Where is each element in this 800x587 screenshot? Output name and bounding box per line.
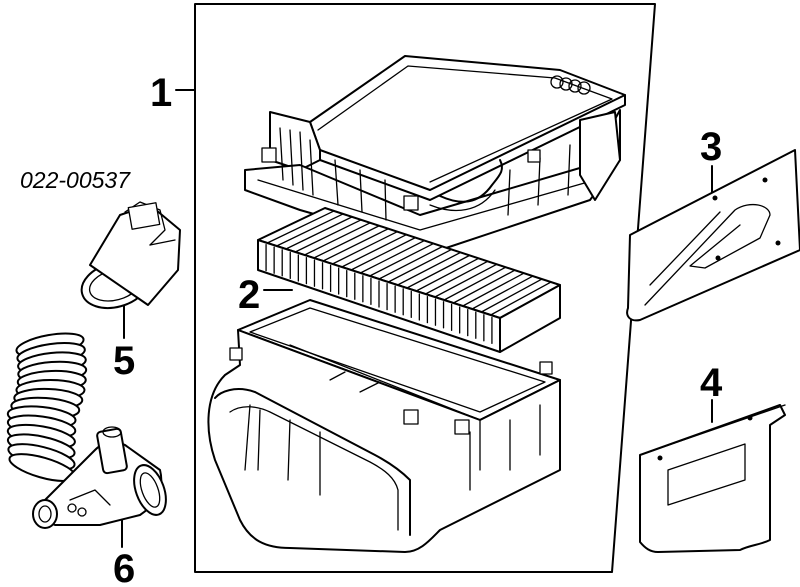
air-cleaner-lower-housing	[207, 299, 561, 553]
logo-rings	[550, 75, 591, 95]
filter-element	[257, 207, 561, 353]
part-6-intake-hose	[6, 332, 167, 529]
callout-5: 5	[113, 339, 135, 383]
callout-6: 6	[113, 547, 135, 587]
callout-3: 3	[700, 125, 722, 169]
assembly-frame	[194, 3, 656, 573]
reference-number: 022-00537	[20, 167, 131, 193]
part-4-bracket	[639, 404, 786, 553]
callout-4: 4	[700, 361, 723, 405]
part-3-duct	[626, 149, 800, 322]
callout-2: 2	[238, 273, 260, 317]
callout-1: 1	[150, 71, 172, 115]
part-5-air-flow-meter	[80, 201, 181, 310]
